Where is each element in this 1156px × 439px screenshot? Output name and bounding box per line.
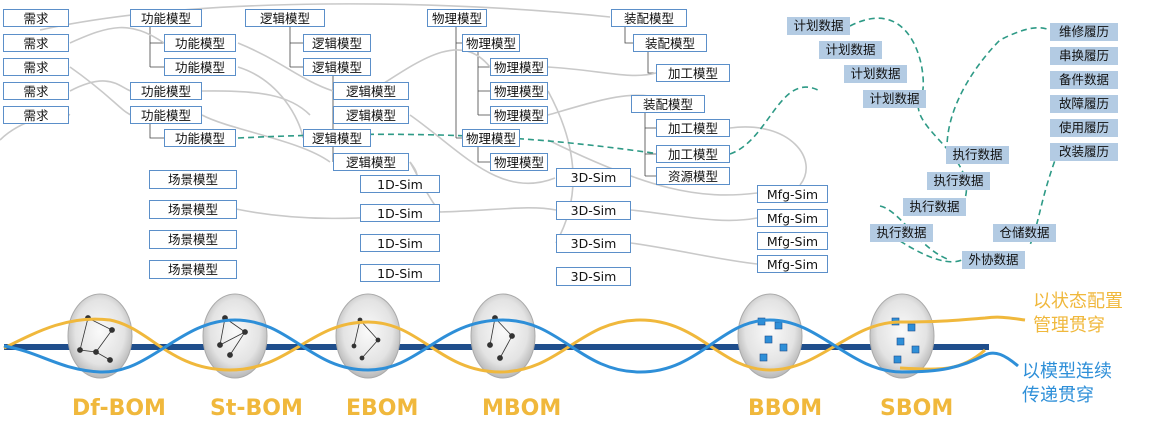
assembly-model-box[interactable]: 装配模型 — [631, 95, 705, 113]
mfg-sim-box[interactable]: Mfg-Sim — [757, 232, 828, 250]
logical-model-box[interactable]: 逻辑模型 — [303, 34, 371, 52]
service-record-tag[interactable]: 串换履历 — [1050, 47, 1118, 65]
plan-data-tag[interactable]: 计划数据 — [863, 90, 926, 108]
logical-model-box[interactable]: 逻辑模型 — [333, 82, 409, 100]
service-record-tag[interactable]: 使用履历 — [1050, 119, 1118, 137]
disc-graphs — [77, 315, 515, 363]
physical-model-box[interactable]: 物理模型 — [490, 58, 548, 76]
physical-model-box[interactable]: 物理模型 — [462, 34, 520, 52]
service-record-tag[interactable]: 改装履历 — [1050, 143, 1118, 161]
logical-model-box[interactable]: 逻辑模型 — [333, 153, 409, 171]
sim-1d-box[interactable]: 1D-Sim — [360, 175, 440, 193]
functional-model-box[interactable]: 功能模型 — [164, 58, 236, 76]
functional-model-box[interactable]: 功能模型 — [130, 9, 202, 27]
scenario-model-box[interactable]: 场景模型 — [149, 170, 237, 189]
scenario-model-box[interactable]: 场景模型 — [149, 260, 237, 279]
functional-model-box[interactable]: 功能模型 — [164, 129, 236, 147]
sim-1d-box[interactable]: 1D-Sim — [360, 234, 440, 252]
model-continuity-wave — [3, 318, 1019, 374]
requirement-box[interactable]: 需求 — [3, 9, 69, 27]
logical-model-box[interactable]: 逻辑模型 — [303, 58, 371, 76]
logical-model-box[interactable]: 逻辑模型 — [333, 106, 409, 124]
service-record-tag[interactable]: 备件数据 — [1050, 71, 1118, 89]
legend-state-config: 以状态配置 管理贯穿 — [1033, 290, 1123, 338]
requirement-box[interactable]: 需求 — [3, 106, 69, 124]
legend-model-line1: 以模型连续 — [1022, 361, 1112, 382]
plan-data-tag[interactable]: 计划数据 — [844, 65, 907, 83]
bom-discs — [67, 293, 935, 379]
physical-model-box[interactable]: 物理模型 — [462, 129, 520, 147]
disc-ebom — [335, 293, 401, 379]
plan-data-tag[interactable]: 计划数据 — [819, 41, 882, 59]
mfg-sim-box[interactable]: Mfg-Sim — [757, 209, 828, 227]
machining-model-box[interactable]: 加工模型 — [656, 119, 730, 137]
requirement-box[interactable]: 需求 — [3, 82, 69, 100]
plan-data-tag[interactable]: 计划数据 — [787, 17, 850, 35]
disc-dfbom — [67, 293, 133, 379]
sim-1d-box[interactable]: 1D-Sim — [360, 204, 440, 222]
sim-3d-box[interactable]: 3D-Sim — [556, 168, 631, 187]
sim-3d-box[interactable]: 3D-Sim — [556, 234, 631, 253]
bom-label-ebom: EBOM — [346, 396, 419, 421]
logical-model-box[interactable]: 逻辑模型 — [303, 129, 371, 147]
physical-model-box[interactable]: 物理模型 — [427, 9, 487, 27]
service-record-tag[interactable]: 维修履历 — [1050, 23, 1118, 41]
legend-model-line2: 传递贯穿 — [1022, 385, 1094, 406]
exec-data-tag[interactable]: 执行数据 — [870, 224, 933, 242]
sim-1d-box[interactable]: 1D-Sim — [360, 264, 440, 282]
legend-model-continuity: 以模型连续 传递贯穿 — [1022, 360, 1112, 408]
requirement-box[interactable]: 需求 — [3, 58, 69, 76]
assembly-model-box[interactable]: 装配模型 — [611, 9, 687, 27]
state-config-wave — [3, 315, 1026, 374]
physical-model-box[interactable]: 物理模型 — [490, 153, 548, 171]
exec-data-tag[interactable]: 执行数据 — [946, 146, 1009, 164]
requirement-box[interactable]: 需求 — [3, 34, 69, 52]
mfg-sim-box[interactable]: Mfg-Sim — [757, 185, 828, 203]
bom-label-dfbom: Df-BOM — [72, 396, 166, 421]
logical-model-box[interactable]: 逻辑模型 — [245, 9, 325, 27]
bom-label-bbom: BBOM — [748, 396, 823, 421]
outsource-data-tag[interactable]: 外协数据 — [962, 251, 1025, 269]
bom-label-sbom: SBOM — [880, 396, 954, 421]
scenario-model-box[interactable]: 场景模型 — [149, 200, 237, 219]
sim-3d-box[interactable]: 3D-Sim — [556, 267, 631, 286]
physical-model-box[interactable]: 物理模型 — [490, 106, 548, 124]
functional-model-box[interactable]: 功能模型 — [164, 34, 236, 52]
bom-label-stbom: St-BOM — [210, 396, 303, 421]
sim-3d-box[interactable]: 3D-Sim — [556, 201, 631, 220]
exec-data-tag[interactable]: 执行数据 — [927, 172, 990, 190]
tree-brackets — [149, 27, 656, 177]
service-record-tag[interactable]: 故障履历 — [1050, 95, 1118, 113]
functional-model-box[interactable]: 功能模型 — [130, 82, 202, 100]
functional-model-box[interactable]: 功能模型 — [130, 106, 202, 124]
disc-sbom — [869, 293, 935, 379]
bom-label-mbom: MBOM — [482, 396, 562, 421]
disc-mbom — [470, 293, 536, 379]
resource-model-box[interactable]: 资源模型 — [656, 167, 730, 185]
machining-model-box[interactable]: 加工模型 — [656, 64, 730, 82]
disc-stbom — [202, 293, 268, 379]
physical-model-box[interactable]: 物理模型 — [490, 82, 548, 100]
machining-model-box[interactable]: 加工模型 — [656, 145, 730, 163]
scenario-model-box[interactable]: 场景模型 — [149, 230, 237, 249]
legend-state-line2: 管理贯穿 — [1033, 315, 1105, 336]
exec-data-tag[interactable]: 执行数据 — [903, 198, 966, 216]
mfg-sim-box[interactable]: Mfg-Sim — [757, 255, 828, 273]
warehouse-data-tag[interactable]: 仓储数据 — [993, 224, 1056, 242]
legend-state-line1: 以状态配置 — [1033, 291, 1123, 312]
assembly-model-box[interactable]: 装配模型 — [633, 34, 707, 52]
